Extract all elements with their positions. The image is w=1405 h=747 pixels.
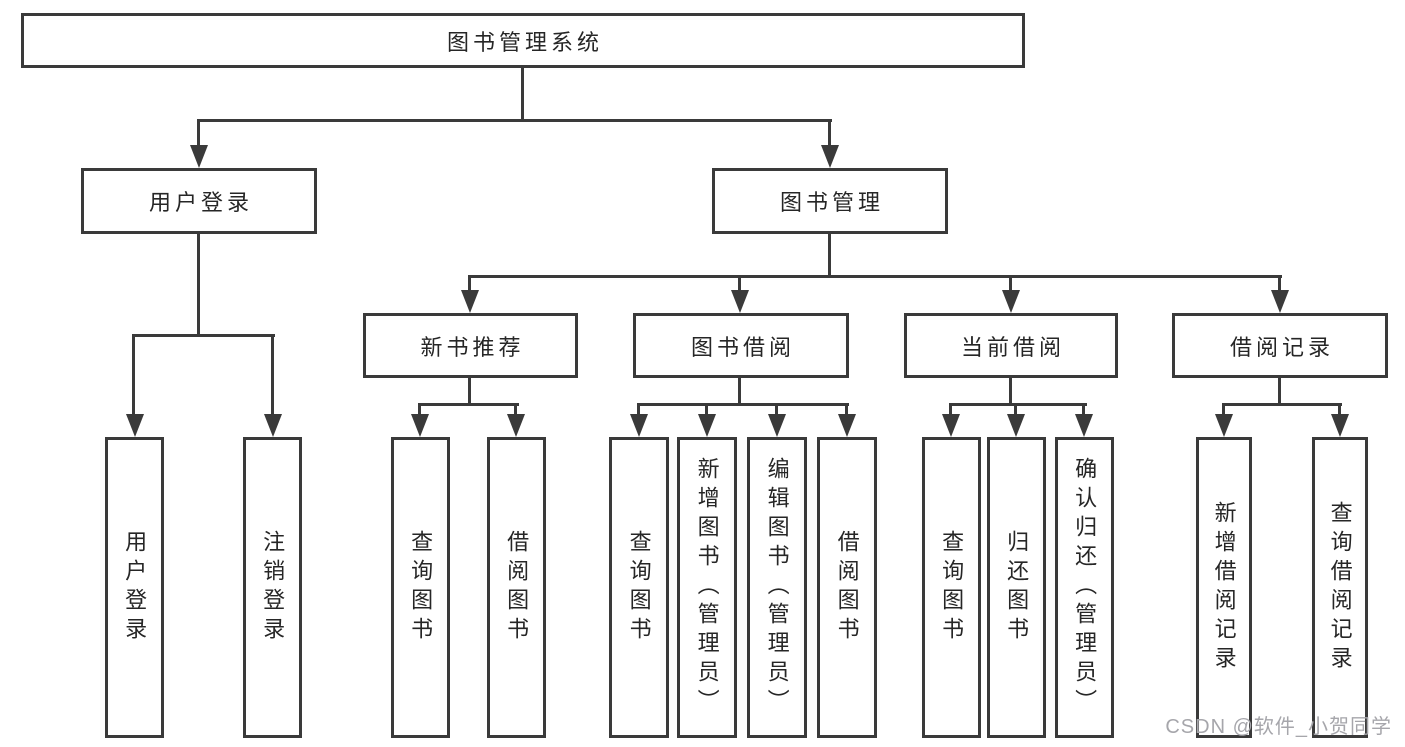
leaf-borrow-book-under-book-borrowing: 借阅图书 xyxy=(817,437,877,738)
node-borrowing-records: 借阅记录 xyxy=(1172,313,1388,378)
arrowhead-query-b xyxy=(630,414,648,437)
node-label: 查询图书 xyxy=(626,529,652,646)
node-new-book-recommendation: 新书推荐 xyxy=(363,313,578,378)
node-label: 图书管理 xyxy=(779,190,884,215)
arrowhead-new-book xyxy=(461,290,479,313)
csdn-watermark: CSDN @软件_小贺同学 xyxy=(1165,716,1392,738)
connector-stub-user-login xyxy=(197,119,200,147)
connector-current-trunk xyxy=(1009,377,1012,406)
node-label: 借阅图书 xyxy=(504,529,530,646)
connector-records-trunk xyxy=(1278,377,1281,406)
leaf-logout: 注销登录 xyxy=(243,437,302,738)
connector-stub-current-borrow xyxy=(1009,275,1012,292)
node-label: 图书管理系统 xyxy=(446,29,603,55)
connector-stub-query-a xyxy=(418,403,421,416)
node-user-login: 用户登录 xyxy=(81,168,317,234)
node-current-borrowing: 当前借阅 xyxy=(904,313,1118,378)
connector-book-mgmt-branch xyxy=(468,275,1282,278)
connector-records-branch xyxy=(1222,403,1342,406)
arrowhead-book-mgmt xyxy=(821,145,839,168)
arrowhead-edit-book xyxy=(768,414,786,437)
node-label: 查询图书 xyxy=(939,529,965,646)
leaf-confirm-return-admin: 确认归还（管理员） xyxy=(1055,437,1114,738)
node-label: 新增借阅记录 xyxy=(1211,500,1237,675)
node-label: 编辑图书（管理员） xyxy=(764,457,790,718)
arrowhead-confirm-return xyxy=(1075,414,1093,437)
connector-user-login-branch xyxy=(132,334,275,337)
leaf-edit-book-admin: 编辑图书（管理员） xyxy=(747,437,807,738)
node-label: 当前借阅 xyxy=(960,334,1065,360)
connector-root-trunk xyxy=(521,68,524,122)
connector-new-book-trunk xyxy=(468,377,471,406)
connector-stub-borrow-b xyxy=(845,403,848,416)
node-label: 新增图书（管理员） xyxy=(694,457,720,718)
connector-stub-return-book xyxy=(1014,403,1017,416)
arrowhead-return-book xyxy=(1007,414,1025,437)
leaf-return-book: 归还图书 xyxy=(987,437,1046,738)
node-root-library-management-system: 图书管理系统 xyxy=(21,13,1025,68)
connector-new-book-branch xyxy=(418,403,519,406)
arrowhead-borrow-b xyxy=(838,414,856,437)
leaf-borrow-book-under-new-book: 借阅图书 xyxy=(487,437,546,738)
arrowhead-query-c xyxy=(942,414,960,437)
connector-stub-query-c xyxy=(949,403,952,416)
connector-stub-edit-book xyxy=(775,403,778,416)
connector-stub-book-borrow xyxy=(738,275,741,292)
node-label: 借阅图书 xyxy=(834,529,860,646)
arrowhead-add-book xyxy=(698,414,716,437)
connector-root-branch xyxy=(197,119,832,122)
arrowhead-book-borrow xyxy=(731,290,749,313)
arrowhead-borrow-records xyxy=(1271,290,1289,313)
connector-book-mgmt-trunk xyxy=(828,234,831,278)
node-label: 图书借阅 xyxy=(690,334,795,360)
connector-current-branch xyxy=(949,403,1087,406)
connector-user-login-trunk xyxy=(197,234,200,337)
leaf-add-book-admin: 新增图书（管理员） xyxy=(677,437,737,738)
leaf-query-book-under-current-borrowing: 查询图书 xyxy=(922,437,981,738)
arrowhead-leaf-logout xyxy=(264,414,282,437)
arrowhead-borrow-a xyxy=(507,414,525,437)
connector-stub-borrow-a xyxy=(514,403,517,416)
arrowhead-current-borrow xyxy=(1002,290,1020,313)
leaf-query-borrow-record: 查询借阅记录 xyxy=(1312,437,1368,738)
arrowhead-query-a xyxy=(411,414,429,437)
node-label: 归还图书 xyxy=(1004,529,1030,646)
connector-stub-add-book xyxy=(705,403,708,416)
node-label: 借阅记录 xyxy=(1229,334,1334,360)
connector-stub-confirm-return xyxy=(1082,403,1085,416)
node-label: 查询借阅记录 xyxy=(1327,500,1353,675)
connector-stub-add-record xyxy=(1222,403,1225,416)
node-label: 用户登录 xyxy=(148,190,253,215)
connector-stub-query-record xyxy=(1338,403,1341,416)
node-label: 确认归还（管理员） xyxy=(1072,457,1098,718)
connector-stub-leaf-user-login xyxy=(132,334,135,416)
arrowhead-user-login xyxy=(190,145,208,168)
arrowhead-leaf-user-login xyxy=(126,414,144,437)
connector-book-borrow-trunk xyxy=(738,377,741,406)
leaf-query-book-under-book-borrowing: 查询图书 xyxy=(609,437,669,738)
connector-stub-new-book xyxy=(468,275,471,292)
connector-stub-book-mgmt xyxy=(828,119,831,147)
leaf-add-borrow-record: 新增借阅记录 xyxy=(1196,437,1252,738)
node-label: 新书推荐 xyxy=(420,334,525,360)
node-label: 用户登录 xyxy=(122,529,148,646)
leaf-user-login: 用户登录 xyxy=(105,437,164,738)
arrowhead-add-record xyxy=(1215,414,1233,437)
node-label: 注销登录 xyxy=(260,529,286,646)
arrowhead-query-record xyxy=(1331,414,1349,437)
node-book-management: 图书管理 xyxy=(712,168,948,234)
connector-stub-query-b xyxy=(637,403,640,416)
leaf-query-book-under-new-book: 查询图书 xyxy=(391,437,450,738)
node-label: 查询图书 xyxy=(408,529,434,646)
connector-stub-borrow-records xyxy=(1278,275,1281,292)
node-book-borrowing: 图书借阅 xyxy=(633,313,849,378)
connector-book-borrow-branch xyxy=(637,403,849,406)
connector-stub-leaf-logout xyxy=(271,334,274,416)
